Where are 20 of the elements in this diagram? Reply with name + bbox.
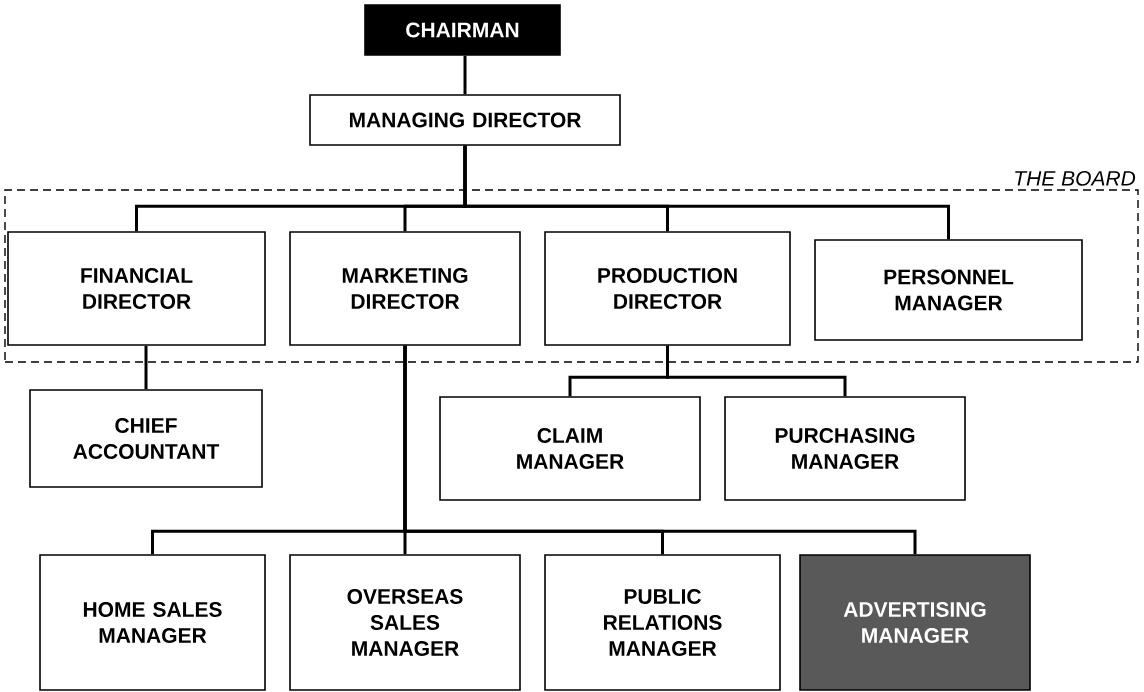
role-box: ADVERTISING MANAGER [799,554,1031,691]
connector-line [403,345,917,555]
connector-line [666,345,847,397]
role-box: FINANCIAL DIRECTOR [7,231,266,346]
connector-line [463,145,950,240]
role-box: PURCHASING MANAGER [724,396,966,501]
connector-line [463,55,467,95]
role-box: MARKETING DIRECTOR [289,231,521,346]
group-label: THE BOARD [1015,170,1136,186]
title-box: CHAIRMAN [364,4,561,56]
role-box: PERSONNEL MANAGER [814,239,1083,341]
role-box: OVERSEAS SALES MANAGER [289,554,521,691]
role-box: PRODUCTION DIRECTOR [544,231,791,346]
role-box: CLAIM MANAGER [439,396,701,501]
board-group-box [4,189,1139,363]
role-box: MANAGING DIRECTOR [309,94,621,146]
role-box: HOME SALES MANAGER [39,554,266,691]
connector-line [144,345,148,390]
role-box: CHIEF ACCOUNTANT [29,389,263,488]
role-box: PUBLIC RELATIONS MANAGER [544,554,781,691]
